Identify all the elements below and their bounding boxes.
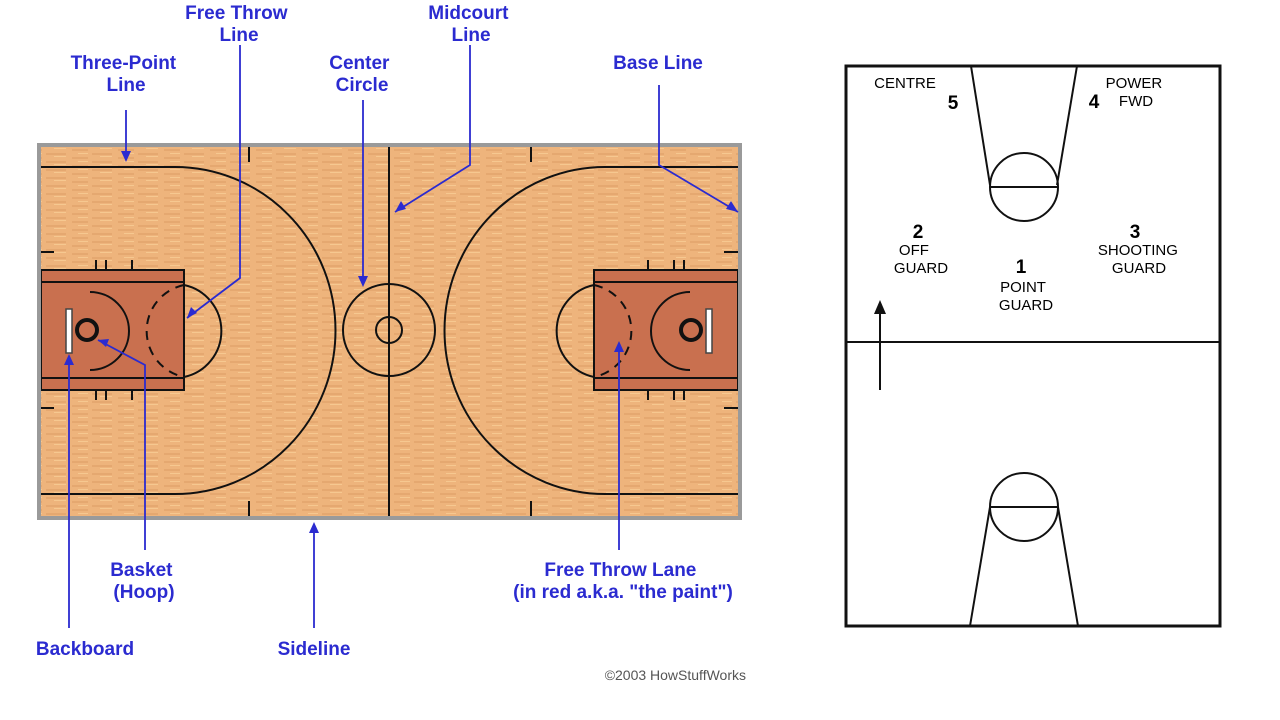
basket-right [679,318,703,342]
label-free-throw-lane: Free Throw Lane (in red a.k.a. "the pain… [513,560,733,603]
free-throw-circle-left [183,284,223,378]
label-base-line: Base Line [613,53,703,74]
pointer-arrowheads [64,151,738,533]
label-basket: Basket (Hoop) [110,560,178,603]
positions-court-border [844,64,1222,628]
position-number: 2 [913,222,924,243]
position-centre: CENTRE 5 [874,75,959,114]
free-throw-lane-right [593,269,738,391]
bottom-key [969,506,1079,627]
position-point-guard: 1 POINT GUARD [999,257,1053,314]
label-three-point-line: Three-Point Line [71,53,182,96]
label-free-throw-line: Free Throw Line [185,3,293,46]
label-midcourt-line: Midcourt Line [428,3,514,46]
label-backboard: Backboard [36,639,134,660]
position-number: 4 [1089,92,1100,113]
position-label: CENTRE [874,75,936,92]
backboard-left [65,308,73,354]
position-number: 1 [1016,257,1027,278]
position-label: POWER FWD [1106,75,1167,110]
position-shooting-guard: 3 SHOOTING GUARD [1098,222,1182,277]
court-labels: Free Throw Line Midcourt Line Three-Poin… [36,3,733,660]
positions-court [844,64,1222,628]
three-point-line-left [41,166,337,495]
three-point-line-right [443,166,738,495]
label-center-circle: Center Circle [329,53,394,96]
position-label: OFF GUARD [894,242,948,277]
full-court [37,143,742,520]
position-off-guard: 2 OFF GUARD [894,222,948,277]
top-key [970,65,1078,186]
position-label: POINT GUARD [999,279,1053,314]
basket-left [75,318,99,342]
position-power-fwd: 4 POWER FWD [1089,75,1167,113]
label-pointers [68,45,739,628]
backboard-right [705,308,713,354]
label-sideline: Sideline [278,639,351,660]
position-number: 3 [1130,222,1141,243]
arrow-up-icon [874,300,886,390]
center-circle [342,283,436,377]
center-inner-circle [375,316,403,344]
position-label: SHOOTING GUARD [1098,242,1182,277]
copyright-text: ©2003 HowStuffWorks [605,667,746,683]
free-throw-lane-left [41,269,185,391]
position-number: 5 [948,93,959,114]
free-throw-circle-right [555,284,595,378]
player-positions: CENTRE 5 4 POWER FWD 2 OFF GUARD 3 SHOOT… [874,75,1182,314]
